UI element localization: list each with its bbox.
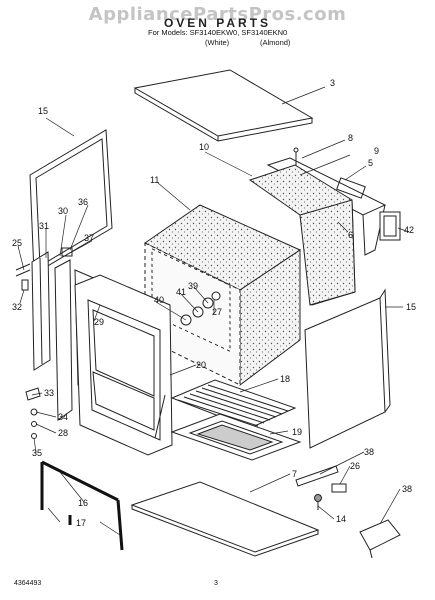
- front-frame-part: [74, 274, 173, 456]
- callout-40: 40: [154, 295, 164, 305]
- document-number: 4364493: [14, 580, 42, 587]
- callout-38-upper: 38: [364, 447, 374, 457]
- vent-plate-inner: [383, 215, 397, 237]
- callout-17: 17: [76, 518, 86, 528]
- callout-11: 11: [150, 175, 159, 185]
- callout-6: 6: [348, 230, 353, 240]
- callout-20: 20: [196, 360, 206, 370]
- latch-part: [15, 263, 31, 291]
- callout-41: 41: [176, 287, 186, 297]
- callout-30: 30: [58, 206, 68, 216]
- callout-7: 7: [292, 469, 297, 479]
- callout-10: 10: [199, 142, 209, 152]
- page-number: 3: [214, 580, 218, 587]
- page-title: OVEN PARTS: [163, 16, 272, 30]
- callout-5: 5: [368, 158, 373, 168]
- callout-35: 35: [32, 448, 42, 458]
- oven-rack-part: [170, 379, 297, 429]
- vent-plate-part: [379, 211, 401, 241]
- callout-14: 14: [336, 514, 346, 524]
- callout-15-left: 15: [38, 106, 48, 116]
- callout-32: 32: [12, 302, 22, 312]
- watermark: AppliancePartsPros.com: [88, 4, 347, 25]
- callout-38-lower: 38: [402, 484, 412, 494]
- callout-34: 34: [58, 412, 68, 422]
- left-side-panel-part: [29, 129, 113, 275]
- callout-29: 29: [94, 317, 104, 327]
- color-white: (White): [205, 38, 230, 47]
- oven-bottom-pan-part: [170, 413, 302, 461]
- callout-19: 19: [292, 427, 302, 437]
- hardware-small-parts: [25, 387, 41, 439]
- callout-numbers: 3 15 8 9 10 5 11 36 30 31 25 37 42 6 32 …: [12, 78, 416, 528]
- callout-28: 28: [58, 428, 68, 438]
- top-panel-part: [133, 69, 314, 142]
- callout-leaders: [17, 86, 410, 536]
- callout-36: 36: [78, 197, 88, 207]
- callout-39: 39: [188, 281, 198, 291]
- insulation-blanket-part: [248, 164, 356, 306]
- callout-15-right: 15: [406, 302, 416, 312]
- model-numbers: For Models: SF3140EKW0, SF3140EKN0: [148, 28, 288, 37]
- door-gasket-part: [40, 460, 124, 551]
- callout-25: 25: [12, 238, 22, 248]
- bracket-parts: [295, 465, 401, 559]
- callout-27: 27: [212, 307, 222, 317]
- callout-33: 33: [44, 388, 54, 398]
- callout-37: 37: [84, 233, 94, 243]
- color-almond: (Almond): [260, 38, 291, 47]
- callout-18: 18: [280, 374, 290, 384]
- callout-8: 8: [348, 133, 353, 143]
- callout-3: 3: [330, 78, 335, 88]
- callout-9: 9: [374, 146, 379, 156]
- callout-16: 16: [78, 498, 88, 508]
- callout-26: 26: [350, 461, 360, 471]
- right-side-panel-part: [304, 288, 391, 449]
- door-frame-part: [31, 247, 73, 371]
- callout-31: 31: [39, 221, 49, 231]
- bottom-panel-part: [130, 481, 320, 557]
- callout-42: 42: [404, 225, 414, 235]
